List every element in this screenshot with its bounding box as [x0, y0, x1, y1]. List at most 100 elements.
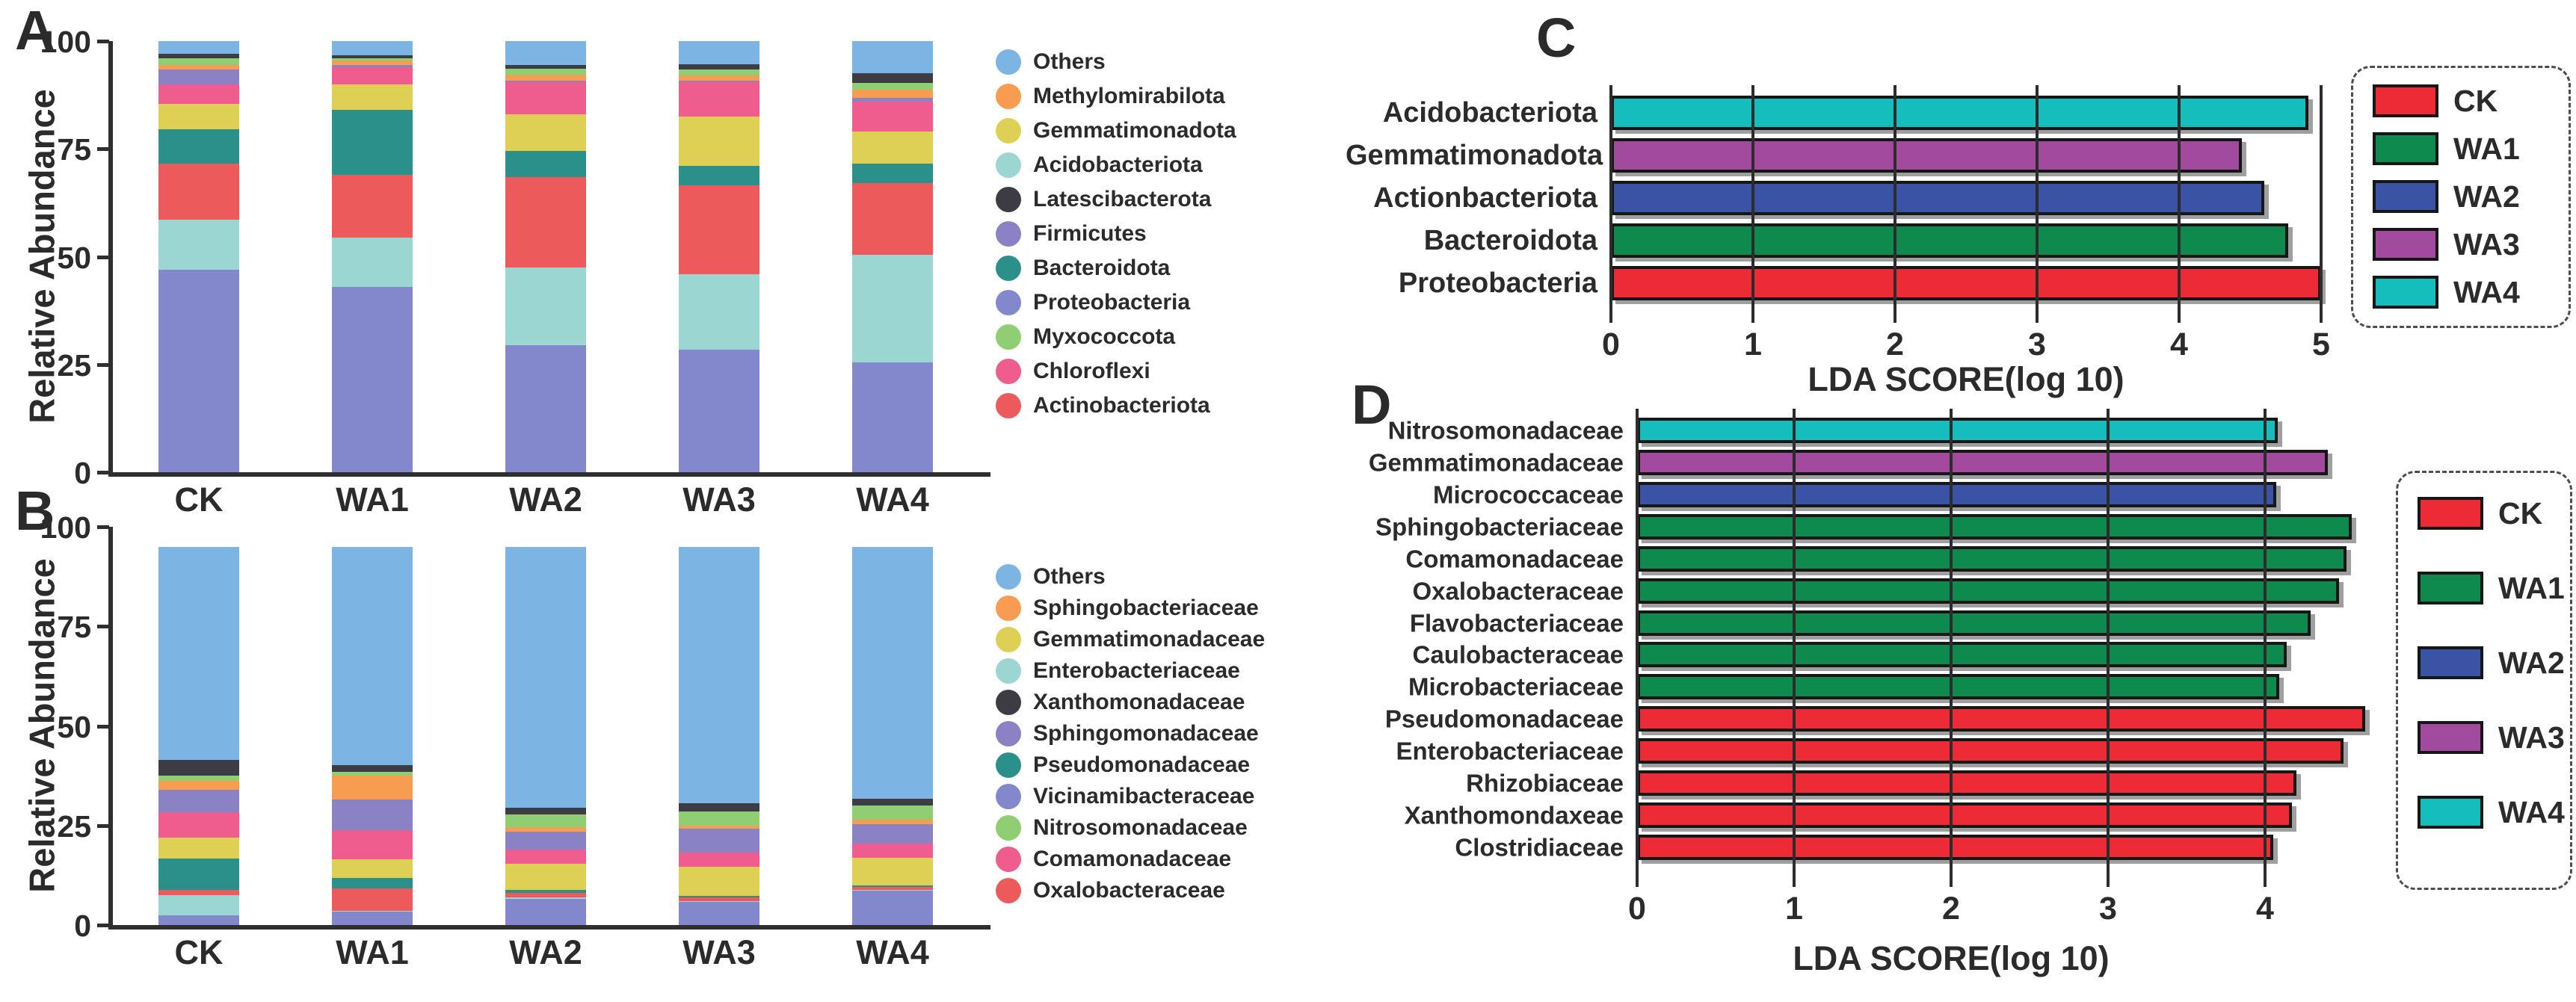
- legend-color-dot: [996, 221, 1021, 247]
- group-legend-label: WA2: [2498, 645, 2565, 680]
- lda-category-label: Microbacteriaceae: [1408, 672, 1624, 701]
- bar-segment-enterobacteriaceae: [332, 910, 413, 912]
- y-tick-label: 25: [57, 808, 91, 844]
- y-tick-mark: [97, 924, 109, 927]
- legend-color-dot: [996, 658, 1021, 684]
- legend-color-dot: [996, 187, 1021, 212]
- x-gridline: [1793, 409, 1796, 887]
- bar-segment-firmicutes: [505, 81, 586, 82]
- bar-segment-acidobacteriota: [332, 237, 413, 287]
- legend-item: Comamonadaceae: [996, 847, 1231, 872]
- stacked-bar: [158, 546, 239, 925]
- x-tick-label: 2: [1886, 327, 1904, 362]
- bar-segment-sphingomonadaceae: [505, 832, 586, 850]
- lda-category-label: Oxalobacteraceae: [1412, 577, 1624, 605]
- y-axis-line: [108, 41, 113, 477]
- bar-segment-proteobacteria: [679, 349, 759, 472]
- legend-item: Gemmatimonadota: [996, 118, 1236, 143]
- bar-segment-sphingobacteriaceae: [158, 781, 239, 790]
- legend-label: Comamonadaceae: [1033, 847, 1232, 871]
- bar-segment-acidobacteriota: [679, 273, 759, 350]
- lda-bar-acidobacteriota: [1611, 95, 2308, 130]
- y-tick-mark: [97, 147, 109, 152]
- bar-segment-gemmatimonadota: [332, 84, 413, 111]
- lda-bar-flavobacteriaceae: [1637, 610, 2311, 636]
- bar-segment-comamonadaceae: [332, 830, 413, 860]
- x-category-label: CK: [174, 933, 224, 971]
- x-gridline: [1950, 409, 1953, 887]
- bar-segment-methylomirabilota: [505, 74, 586, 81]
- bar-segment-xanthomonadaceae: [852, 799, 933, 805]
- bar-segment-proteobacteria: [332, 286, 413, 472]
- bar-segment-myxococcota: [158, 58, 239, 65]
- group-legend-swatch: [2418, 721, 2483, 754]
- legend-color-dot: [996, 878, 1021, 903]
- stacked-bar: [158, 41, 239, 472]
- group-legend-label: WA4: [2498, 794, 2565, 829]
- legend-item: Methylomirabilota: [996, 84, 1225, 109]
- y-axis-line: [108, 527, 113, 930]
- bar-segment-latescibacterota: [679, 64, 759, 69]
- legend-label: Acidobacteriota: [1033, 152, 1203, 177]
- x-tick-label: 1: [1744, 327, 1762, 362]
- legend-color-dot: [996, 393, 1021, 418]
- bar-segment-methylomirabilota: [679, 75, 759, 81]
- x-gridline: [1636, 409, 1639, 887]
- bar-segment-actinobacteriota: [505, 176, 586, 267]
- bar-segment-chloroflexi: [679, 81, 759, 117]
- y-tick-mark: [97, 255, 109, 259]
- legend-item: Acidobacteriota: [996, 152, 1203, 178]
- group-legend-swatch: [2373, 228, 2438, 261]
- bar-segment-comamonadaceae: [852, 843, 933, 858]
- legend-color-dot: [996, 84, 1021, 109]
- y-tick-label: 75: [57, 610, 91, 645]
- legend-item: Xanthomonadaceae: [996, 690, 1245, 715]
- legend-color-dot: [996, 627, 1021, 652]
- legend-label: Methylomirabilota: [1033, 84, 1225, 108]
- group-legend-item: WA4: [2418, 796, 2565, 829]
- bar-segment-sphingomonadaceae: [679, 829, 759, 853]
- stacked-bar: [332, 41, 413, 472]
- lda-bar-oxalobacteraceae: [1637, 578, 2339, 604]
- bar-segment-nitrosomonadaceae: [852, 805, 933, 820]
- stacked-bar: [679, 41, 759, 472]
- bar-segment-vicinamibacteraceae: [158, 915, 239, 925]
- bar-segment-sphingobacteriaceae: [679, 825, 759, 829]
- lda-category-label: Flavobacteriaceae: [1409, 609, 1624, 637]
- bar-segment-methylomirabilota: [852, 89, 933, 99]
- bar-segment-sphingobacteriaceae: [852, 819, 933, 825]
- bar-segment-chloroflexi: [505, 81, 586, 115]
- bar-segment-latescibacterota: [158, 54, 239, 59]
- bar-segment-others: [679, 41, 759, 64]
- legend-item: Others: [996, 49, 1106, 75]
- lda-category-label: Sphingobacteriaceae: [1375, 513, 1624, 541]
- x-category-label: WA2: [509, 933, 582, 971]
- legend-color-dot: [996, 564, 1021, 590]
- bar-segment-chloroflexi: [332, 67, 413, 84]
- legend-item: Sphingomonadaceae: [996, 721, 1259, 746]
- legend-color-dot: [996, 596, 1021, 621]
- legend-color-dot: [996, 152, 1021, 178]
- x-category-label: WA4: [856, 480, 929, 519]
- group-legend-label: WA4: [2453, 274, 2520, 309]
- lda-category-label: Actionbacteriota: [1373, 182, 1597, 214]
- bar-segment-proteobacteria: [505, 344, 586, 472]
- bar-segment-vicinamibacteraceae: [852, 891, 933, 925]
- legend-item: Actinobacteriota: [996, 393, 1210, 418]
- legend-item: Enterobacteriaceae: [996, 658, 1240, 684]
- group-legend-label: WA3: [2498, 720, 2565, 755]
- panel-d-x-axis-label: LDA SCORE(log 10): [1793, 939, 2110, 977]
- lda-bar-gemmatimonadota: [1611, 137, 2242, 173]
- bar-segment-proteobacteria: [852, 362, 933, 472]
- lda-bar-microbacteriaceae: [1637, 674, 2279, 700]
- legend-item: Gemmatimonadaceae: [996, 627, 1265, 652]
- bar-segment-others: [505, 41, 586, 65]
- lda-bar-proteobacteria: [1611, 265, 2321, 300]
- x-category-label: WA2: [509, 480, 582, 519]
- bar-segment-acidobacteriota: [505, 267, 586, 345]
- lda-bar-caulobacteraceae: [1637, 642, 2287, 668]
- legend-color-dot: [996, 290, 1021, 315]
